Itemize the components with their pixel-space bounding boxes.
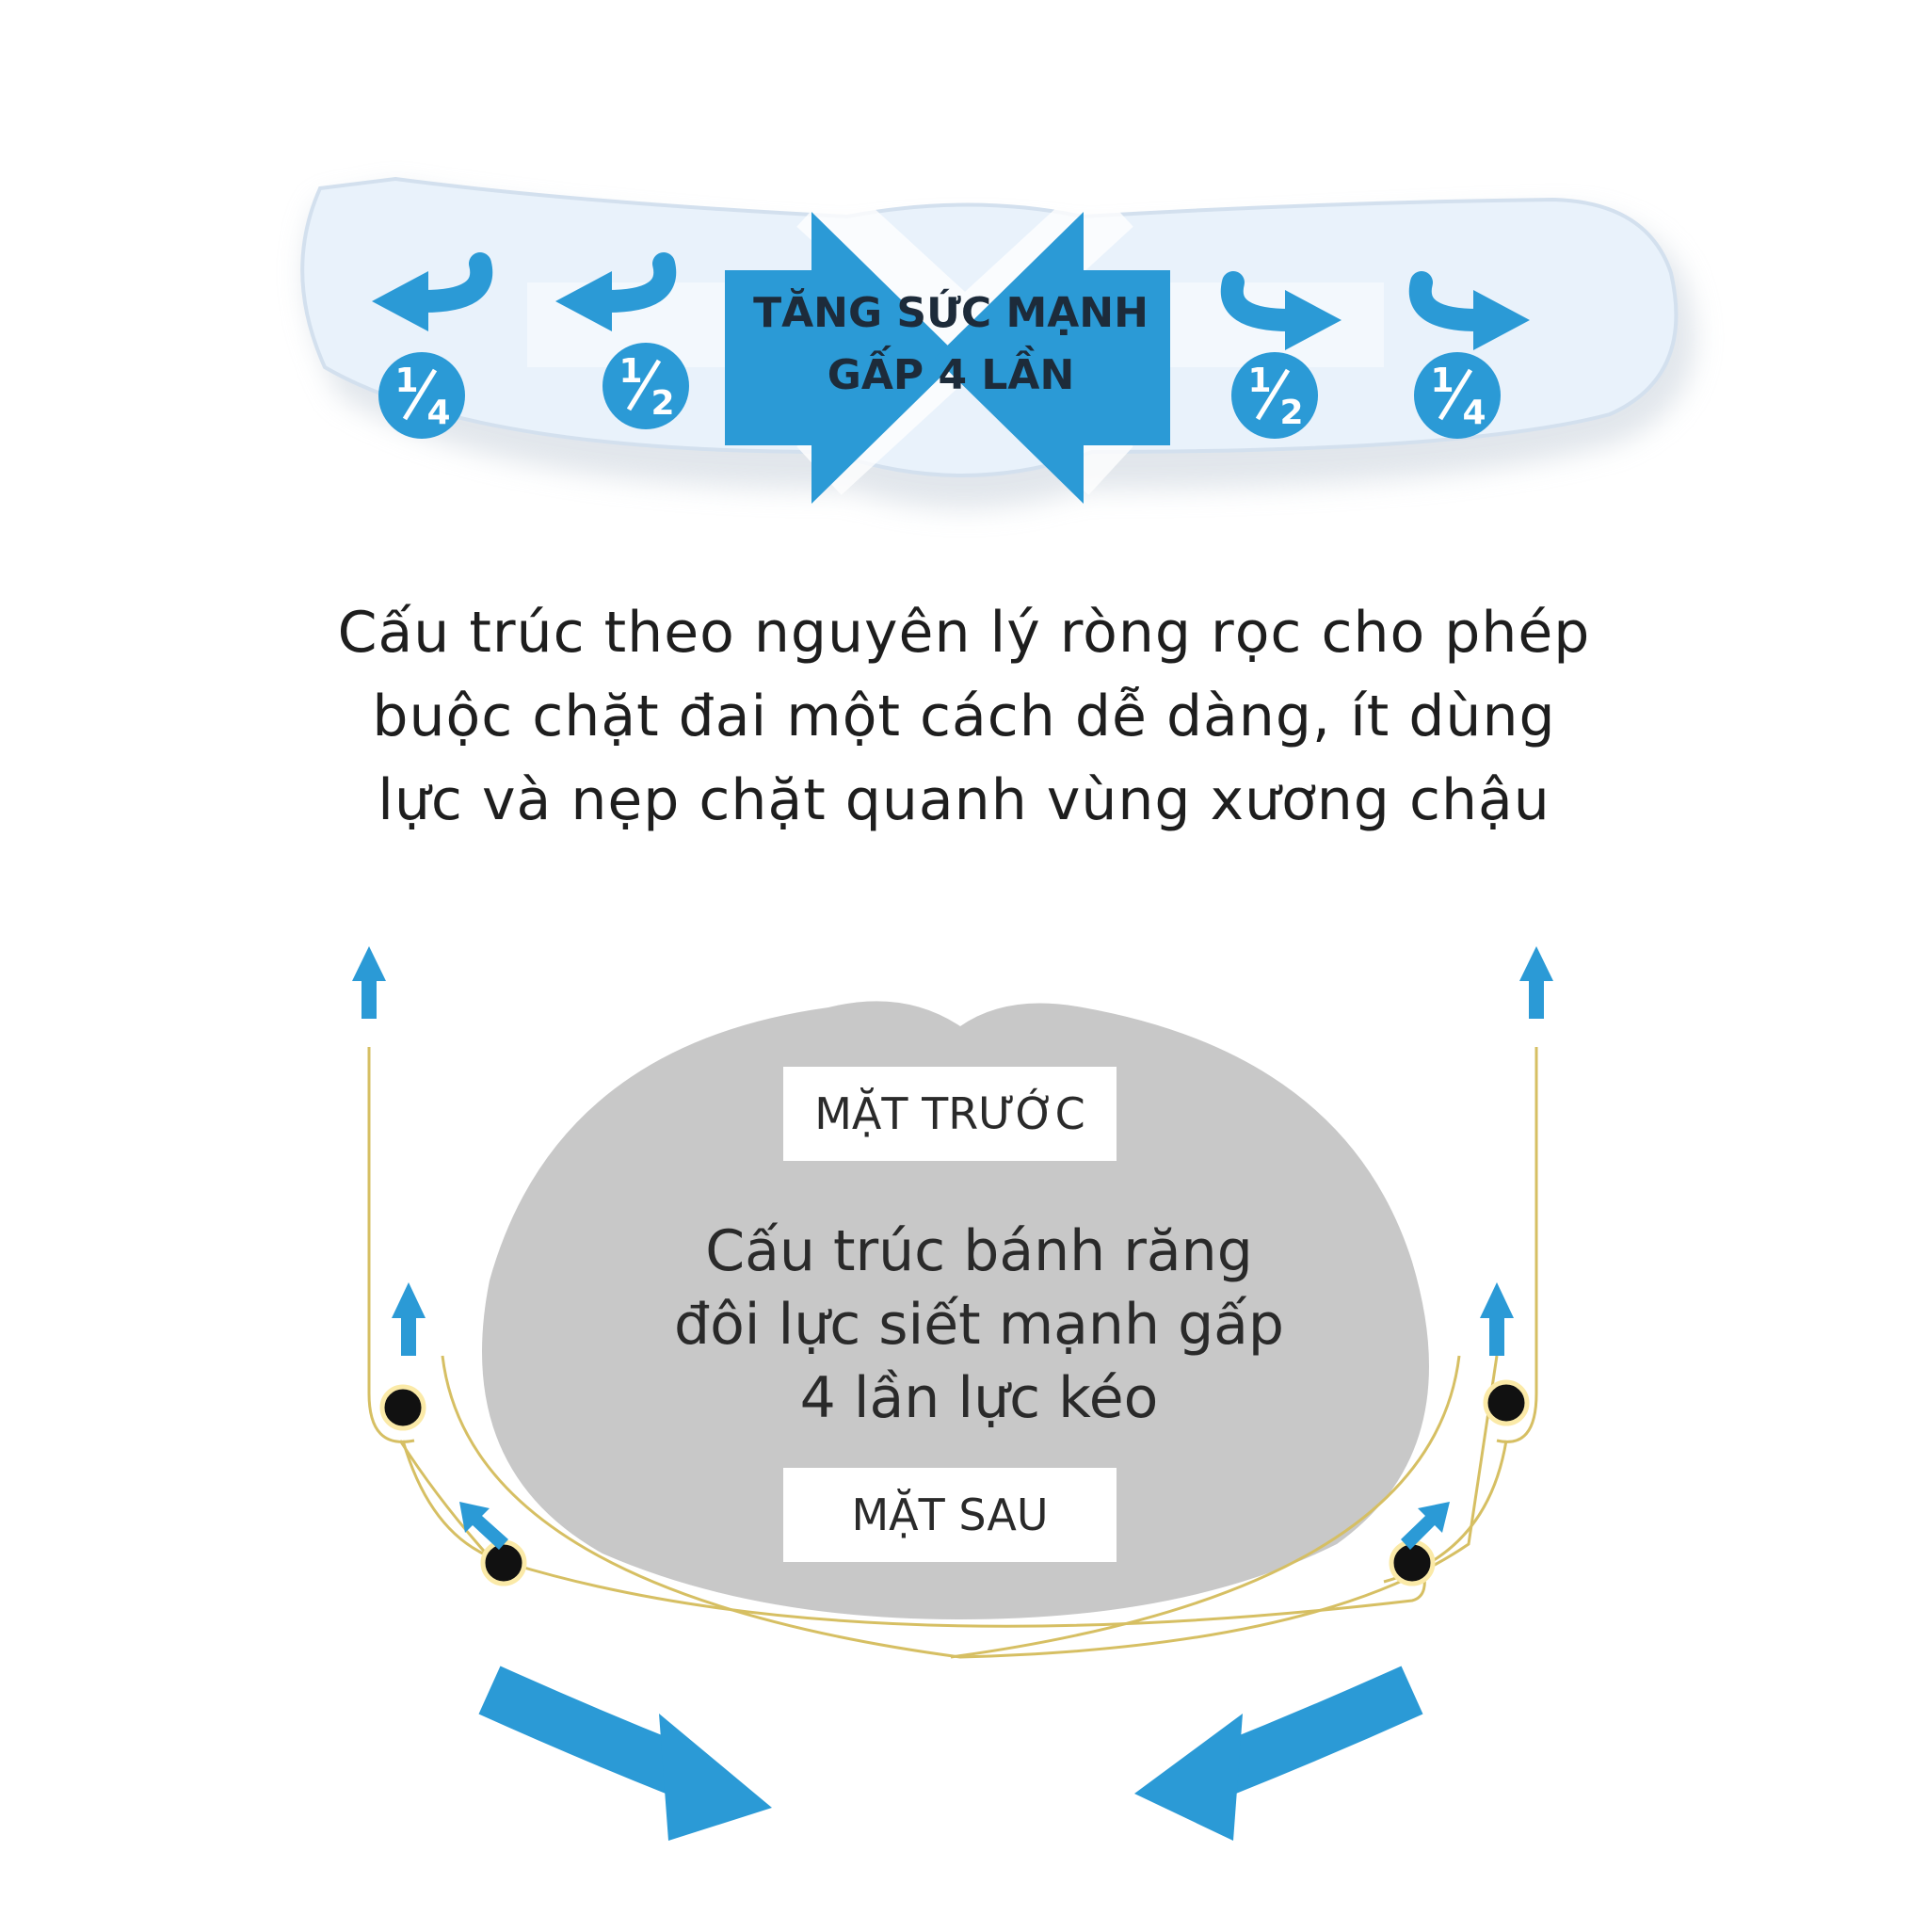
front-label: MẶT TRƯỚC	[783, 1067, 1117, 1161]
curved-arrow-icon	[478, 1666, 772, 1841]
caption-line: Cấu trúc theo nguyên lý ròng rọc cho phé…	[337, 600, 1591, 666]
fraction-numerator: 1	[1430, 362, 1454, 400]
caption-line: lực và nẹp chặt quanh vùng xương chậu	[378, 767, 1550, 833]
fraction-badge: 1 4	[378, 352, 465, 439]
fraction-numerator: 1	[1247, 362, 1271, 400]
fraction-numerator: 1	[619, 352, 642, 391]
fraction-denominator: 4	[426, 394, 450, 432]
curved-arrow-icon	[1134, 1666, 1423, 1841]
curved-arrow-icon	[1408, 271, 1530, 350]
inward-arrow-icon	[725, 212, 960, 504]
curved-arrow-icon	[372, 252, 493, 331]
fraction-badge: 1 2	[602, 343, 689, 429]
gear-description: Cấu trúc bánh răng đôi lực siết mạnh gấp…	[574, 1215, 1384, 1435]
fraction-denominator: 4	[1462, 394, 1486, 432]
gray-oval	[482, 1001, 1429, 1619]
gear-line: Cấu trúc bánh răng	[705, 1218, 1253, 1284]
pulley-diagram	[352, 946, 1553, 1841]
up-arrow-icon	[352, 946, 1553, 1550]
curved-arrow-icon	[1220, 271, 1342, 350]
pulley-strings	[367, 1047, 1538, 1659]
inward-arrow-icon	[935, 212, 1170, 504]
caption: Cấu trúc theo nguyên lý ròng rọc cho phé…	[211, 591, 1717, 843]
pulley-icon	[480, 1539, 527, 1586]
back-label: MẶT SAU	[783, 1468, 1117, 1562]
pulley-icon	[1483, 1379, 1530, 1426]
fraction-badge: 1 4	[1414, 352, 1501, 439]
fraction-badge: 1 2	[1231, 352, 1318, 439]
fraction-numerator: 1	[394, 362, 418, 400]
caption-line: buộc chặt đai một cách dễ dàng, ít dùng	[372, 684, 1556, 749]
fraction-denominator: 2	[651, 384, 674, 423]
strength-label: TĂNG SỨC MẠNH GẤP 4 LẦN	[734, 282, 1167, 407]
curved-arrow-icon	[555, 252, 677, 331]
fraction-denominator: 2	[1279, 394, 1303, 432]
strength-line: TĂNG SỨC MẠNH	[753, 289, 1149, 337]
pulley-icon	[1389, 1539, 1436, 1586]
strength-line: GẤP 4 LẦN	[827, 351, 1075, 399]
gear-line: 4 lần lực kéo	[799, 1365, 1159, 1431]
belt-group: 1 4 1 2 1 2 1 4	[300, 176, 1695, 508]
pulley-icon	[379, 1384, 426, 1431]
gear-line: đôi lực siết mạnh gấp	[673, 1292, 1285, 1358]
